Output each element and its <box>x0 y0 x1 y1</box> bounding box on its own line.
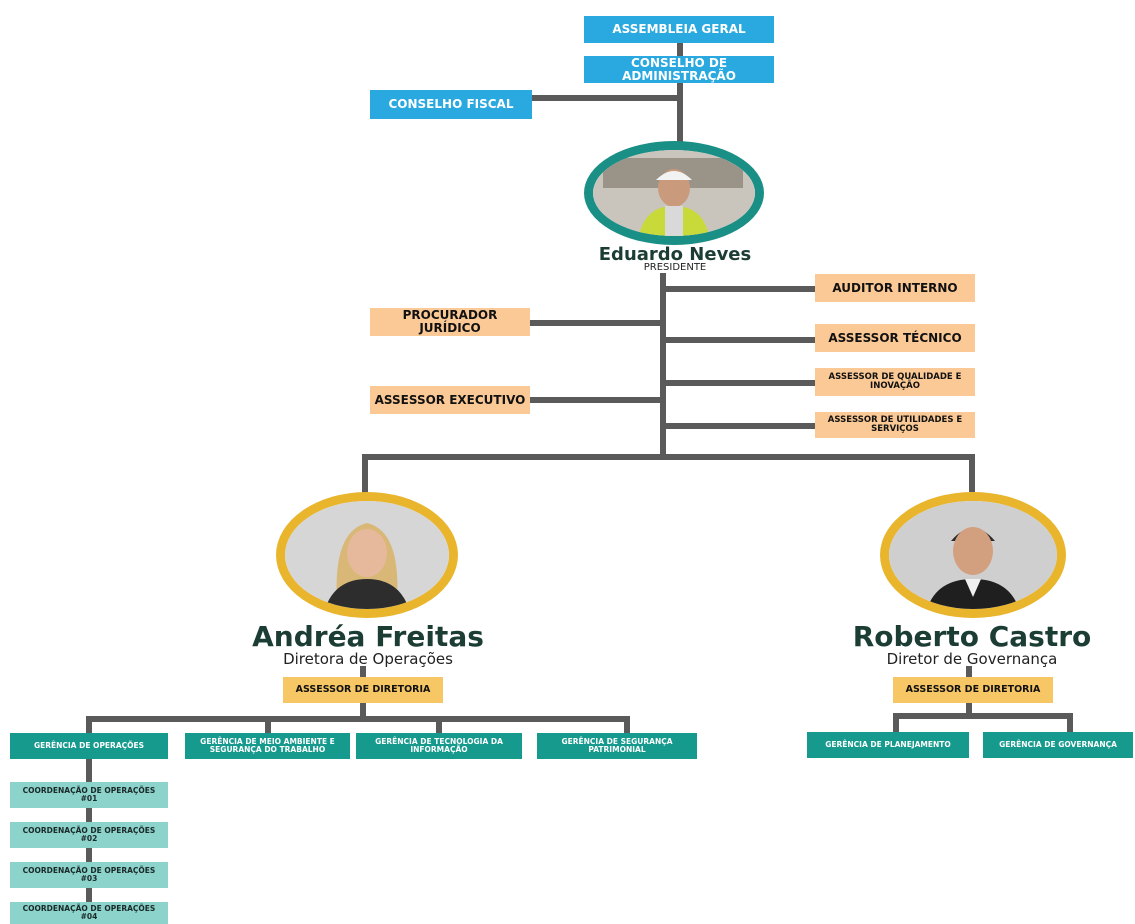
line-gov-ger-2 <box>1067 713 1073 733</box>
assessor-qualidade-inovacao-box: ASSESSOR DE QUALIDADE E INOVAÇÃO <box>815 368 975 396</box>
line-ops-gerencias-bar <box>86 716 630 722</box>
line-assembleia-conselho <box>677 42 683 56</box>
gerencia-seguranca-patrimonial-box: GERÊNCIA DE SEGURANÇA PATRIMONIAL <box>537 733 697 759</box>
line-assessor-tecnico <box>663 337 815 343</box>
assessor-executivo-box: ASSESSOR EXECUTIVO <box>370 386 530 414</box>
auditor-interno-box: AUDITOR INTERNO <box>815 274 975 302</box>
gerencia-operacoes-box: GERÊNCIA DE OPERAÇÕES <box>10 733 168 759</box>
gerencia-governanca-box: GERÊNCIA DE GOVERNANÇA <box>983 732 1133 758</box>
coordenacao-operacoes-04-box: COORDENAÇÃO DE OPERAÇÕES #04 <box>10 902 168 924</box>
person-portrait-icon <box>285 501 449 609</box>
line-ops-ger-1 <box>86 716 92 734</box>
line-conselho-president <box>677 82 683 148</box>
line-to-director-ops <box>362 454 368 494</box>
line-ops-ger-4 <box>624 716 630 734</box>
coordenacao-operacoes-02-box: COORDENAÇÃO DE OPERAÇÕES #02 <box>10 822 168 848</box>
director-ops-name: Andréa Freitas <box>252 620 484 653</box>
president-photo <box>584 141 764 245</box>
line-gov-assessor <box>966 666 972 678</box>
president-name: Eduardo Neves <box>598 244 752 265</box>
conselho-fiscal-box: CONSELHO FISCAL <box>370 90 532 119</box>
line-procurador <box>530 320 663 326</box>
director-gov-name: Roberto Castro <box>852 620 1092 653</box>
line-auditor <box>663 286 815 292</box>
director-ops-photo <box>276 492 458 618</box>
line-gov-ger-1 <box>893 713 899 733</box>
director-ops-title: Diretora de Operações <box>283 650 453 668</box>
procurador-juridico-box: PROCURADOR JURÍDICO <box>370 308 530 336</box>
gov-assessor-diretoria-box: ASSESSOR DE DIRETORIA <box>893 677 1053 703</box>
line-assessor-executivo <box>530 397 663 403</box>
line-gov-gerencias-bar <box>893 713 1073 719</box>
ops-assessor-diretoria-box: ASSESSOR DE DIRETORIA <box>283 677 443 703</box>
assessor-utilidades-servicos-box: ASSESSOR DE UTILIDADES E SERVIÇOS <box>815 412 975 438</box>
person-portrait-icon <box>593 150 755 236</box>
coordenacao-operacoes-01-box: COORDENAÇÃO DE OPERAÇÕES #01 <box>10 782 168 808</box>
coordenacao-operacoes-03-box: COORDENAÇÃO DE OPERAÇÕES #03 <box>10 862 168 888</box>
conselho-administracao-box: CONSELHO DE ADMINISTRAÇÃO <box>584 56 774 83</box>
assessor-tecnico-box: ASSESSOR TÉCNICO <box>815 324 975 352</box>
line-assessor-qualidade <box>663 380 815 386</box>
line-ops-assessor <box>360 666 366 678</box>
person-portrait-icon <box>889 501 1057 609</box>
director-gov-photo <box>880 492 1066 618</box>
line-ops-ger-2 <box>265 716 271 734</box>
line-directors-bar <box>362 454 975 460</box>
line-to-director-gov <box>969 454 975 492</box>
assembleia-geral-box: ASSEMBLEIA GERAL <box>584 16 774 43</box>
line-president-trunk <box>660 273 666 457</box>
line-assessor-utilidades <box>663 423 815 429</box>
gerencia-meio-ambiente-box: GERÊNCIA DE MEIO AMBIENTE E SEGURANÇA DO… <box>185 733 350 759</box>
line-ops-assessor-down <box>360 702 366 720</box>
line-gov-assessor-down <box>966 702 972 718</box>
gerencia-planejamento-box: GERÊNCIA DE PLANEJAMENTO <box>807 732 969 758</box>
director-gov-title: Diretor de Governança <box>886 650 1058 668</box>
president-title: PRESIDENTE <box>643 262 707 273</box>
line-conselho-fiscal <box>530 95 680 101</box>
gerencia-tecnologia-box: GERÊNCIA DE TECNOLOGIA DA INFORMAÇÃO <box>356 733 522 759</box>
line-ops-ger-3 <box>436 716 442 734</box>
